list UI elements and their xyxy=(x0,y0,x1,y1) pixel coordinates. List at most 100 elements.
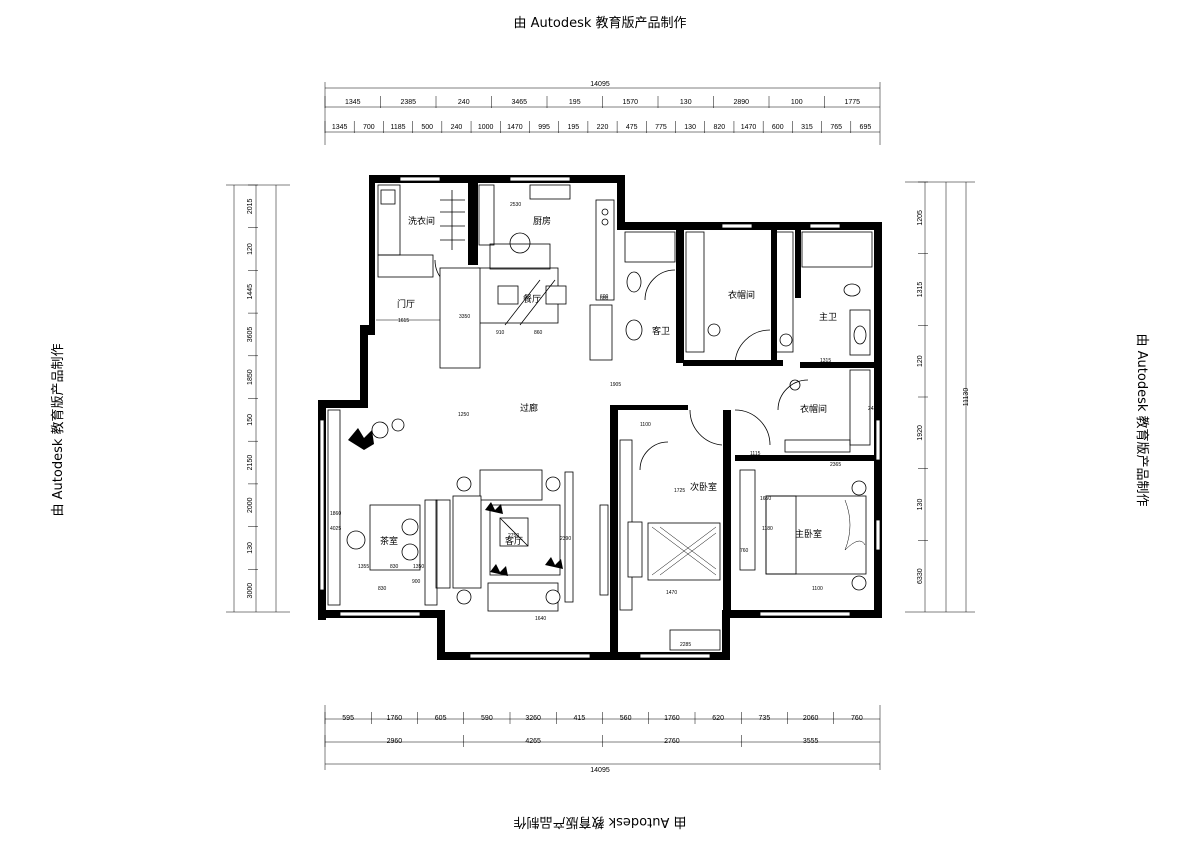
laundry-room: 洗衣间 xyxy=(377,184,466,291)
dimension-label: 415 xyxy=(574,715,586,722)
dimension-label: 195 xyxy=(569,99,581,106)
dimension-label: 600 xyxy=(772,124,784,131)
room-living-label: 客厅 xyxy=(505,535,523,547)
inner-dimension-label: 1640 xyxy=(535,616,546,622)
guest-bathroom: 客卫 xyxy=(624,231,676,341)
dimension-label: 2150 xyxy=(247,455,254,471)
dimension-label: 195 xyxy=(567,124,579,131)
inner-dimension-label: 2530 xyxy=(510,202,521,208)
room-walkin-1-label: 衣帽间 xyxy=(728,289,755,301)
dimension-label: 1470 xyxy=(507,124,523,131)
dimension-label: 240 xyxy=(458,99,470,106)
inner-dimension-label: 1470 xyxy=(666,590,677,596)
dimension-label: 1470 xyxy=(741,124,757,131)
inner-dimension-label: 2390 xyxy=(560,536,571,542)
dimension-label: 590 xyxy=(481,715,493,722)
plant-icon xyxy=(348,418,405,450)
inner-dimension-label: 1615 xyxy=(398,318,409,324)
room-corridor-label: 过廊 xyxy=(520,402,538,414)
room-kitchen-label: 厨房 xyxy=(533,215,551,227)
inner-dimension-label: 760 xyxy=(740,548,749,554)
inner-dimension-label: 1905 xyxy=(610,382,621,388)
master-bathroom: 主卫 xyxy=(801,231,873,356)
dimension-label: 620 xyxy=(712,715,724,722)
inner-dimension-label: 2430 xyxy=(868,406,879,412)
room-second-bed-label: 次卧室 xyxy=(690,481,717,493)
inner-dimension-label: 1100 xyxy=(640,422,651,428)
dimension-label: 240 xyxy=(451,124,463,131)
dimension-label: 2060 xyxy=(803,715,819,722)
tea-room: 茶室 xyxy=(327,409,438,606)
kitchen: 厨房 xyxy=(478,184,615,301)
inner-dimension-label: 860 xyxy=(534,330,543,336)
dimension-label: 475 xyxy=(626,124,638,131)
room-master-bed-label: 主卧室 xyxy=(795,528,822,540)
dimension-label: 695 xyxy=(860,124,872,131)
room-master-wc-label: 主卫 xyxy=(819,311,837,323)
inner-dimension-label: 1350 xyxy=(413,564,424,570)
dimension-label: 3605 xyxy=(247,327,254,343)
inner-dimension-label: 3350 xyxy=(459,314,470,320)
dimension-label: 100 xyxy=(791,99,803,106)
inner-dimension-label: 1115 xyxy=(750,451,761,457)
dimension-label: 4265 xyxy=(525,738,541,745)
watermark-left: 由 Autodesk 教育版产品制作 xyxy=(50,344,66,517)
dimension-label: 1185 xyxy=(390,124,405,131)
inner-dimension-label: 600 xyxy=(600,294,609,300)
dimension-label: 700 xyxy=(363,124,375,131)
inner-dimension-label: 2750 xyxy=(508,533,519,539)
dimension-label: 605 xyxy=(435,715,447,722)
inner-dimension-label: 2285 xyxy=(680,642,691,648)
dining-area: 餐厅 xyxy=(439,267,613,369)
inner-dimension-label: 2365 xyxy=(830,462,841,468)
top-total-dim: 14095 xyxy=(590,81,610,88)
dimension-label: 1345 xyxy=(332,124,348,131)
dimension-label: 120 xyxy=(247,243,254,255)
inner-dimension-label: 1650 xyxy=(760,496,771,502)
inner-dimension-label: 1180 xyxy=(762,526,773,532)
room-laundry-label: 洗衣间 xyxy=(408,215,435,227)
dimension-label: 1345 xyxy=(345,99,361,106)
dimension-label: 2385 xyxy=(400,99,416,106)
inner-dimension-label: 4025 xyxy=(330,526,341,532)
inner-dimension-label: 1725 xyxy=(674,488,685,494)
dimension-label: 3465 xyxy=(511,99,527,106)
room-dining-label: 餐厅 xyxy=(523,293,541,305)
watermark-right: 由 Autodesk 教育版产品制作 xyxy=(1134,334,1150,507)
dimension-label: 1315 xyxy=(917,282,924,298)
dimension-label: 130 xyxy=(247,542,254,554)
dimension-label: 1445 xyxy=(247,284,254,300)
dimension-label: 500 xyxy=(421,124,433,131)
dimension-label: 130 xyxy=(684,124,696,131)
dimension-label: 1775 xyxy=(844,99,860,106)
top-dimensions: 14095 1345 2385 240 3465 195 1570 130 2890 100 17… xyxy=(324,81,881,145)
dimension-label: 6330 xyxy=(917,568,924,584)
dimension-label: 1760 xyxy=(387,715,403,722)
dimension-label: 775 xyxy=(655,124,667,131)
dimension-label: 765 xyxy=(830,124,842,131)
dimension-label: 1205 xyxy=(917,210,924,226)
room-guest-wc-label: 客卫 xyxy=(652,325,670,337)
windows xyxy=(319,176,881,659)
dimension-label: 150 xyxy=(247,414,254,426)
dimension-label: 1570 xyxy=(622,99,638,106)
dimension-label: 1920 xyxy=(917,425,924,441)
dimension-label: 2760 xyxy=(664,738,680,745)
inner-dimension-label: 910 xyxy=(496,330,505,336)
dimension-label: 2015 xyxy=(247,198,254,214)
inner-dimension-label: 1250 xyxy=(458,412,469,418)
watermark-bottom: 由 Autodesk 教育版产品制作 xyxy=(514,814,687,830)
inner-dimension-label: 900 xyxy=(412,579,421,585)
inner-dimension-label: 600 xyxy=(600,296,609,302)
walk-in-closet-2: 衣帽间 xyxy=(777,369,871,453)
dimension-label: 3260 xyxy=(525,715,541,722)
dimension-label: 2890 xyxy=(733,99,749,106)
room-tea-label: 茶室 xyxy=(380,535,398,547)
right-total-dim: 11130 xyxy=(963,388,970,407)
master-bedroom: 主卧室 xyxy=(739,469,867,591)
inner-dimension-label: 830 xyxy=(378,586,387,592)
